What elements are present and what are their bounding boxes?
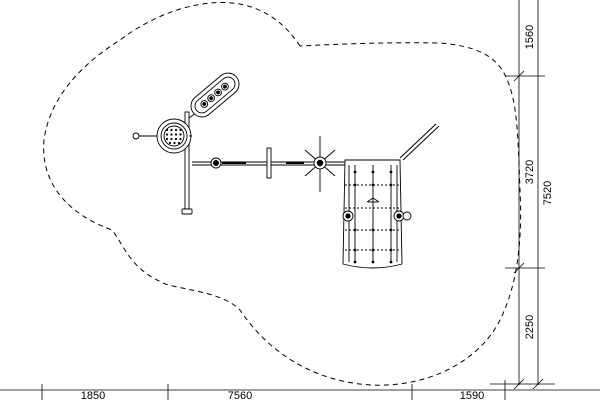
post-joint-cross <box>304 136 336 192</box>
dim-bottom-middle: 7560 <box>228 390 252 400</box>
round-activity-panel <box>132 118 192 154</box>
dim-right-top: 1560 <box>524 25 536 49</box>
dim-bottom-left: 1850 <box>81 390 105 400</box>
perforated-panel <box>190 72 240 118</box>
dim-bottom-right: 1590 <box>460 390 484 400</box>
bottom-dimension-chain <box>0 380 600 400</box>
diagonal-pole <box>399 123 440 161</box>
play-equipment <box>132 72 440 269</box>
climbing-net-cage <box>342 159 412 269</box>
dim-right-middle: 3720 <box>524 160 536 184</box>
dim-right-bottom: 2250 <box>524 315 536 339</box>
right-dimension-chain <box>490 0 555 390</box>
dim-right-overall: 7520 <box>542 181 554 205</box>
post-joint-left <box>210 157 246 169</box>
safety-zone-boundary <box>43 2 522 386</box>
handle-bar <box>266 147 304 179</box>
